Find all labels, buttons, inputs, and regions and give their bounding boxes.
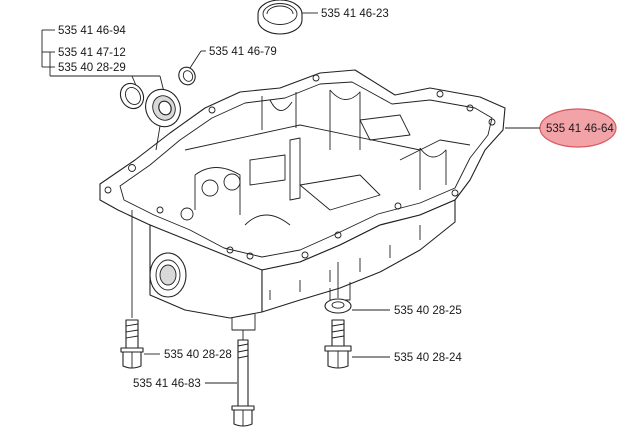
washer[interactable] xyxy=(324,298,352,314)
seal-ring-small[interactable] xyxy=(116,79,148,113)
label-bushing: 535 41 46-79 xyxy=(209,46,277,58)
long-bolt[interactable] xyxy=(231,339,255,427)
leader-bushing xyxy=(189,50,202,69)
label-washer: 535 40 28-25 xyxy=(394,305,462,317)
label-bolt-left: 535 40 28-28 xyxy=(164,349,232,361)
bearing-seal[interactable] xyxy=(140,84,187,133)
crankcase-housing[interactable] xyxy=(99,69,506,331)
leader-seal-to-housing xyxy=(155,125,161,151)
bolt-right[interactable] xyxy=(324,319,352,369)
label-bolt-right: 535 40 28-24 xyxy=(394,352,462,364)
label-group-a: 535 41 46-94 xyxy=(58,25,126,37)
label-seal-top: 535 41 46-23 xyxy=(321,8,389,20)
label-housing: 535 41 46-64 xyxy=(546,123,614,135)
label-long-bolt: 535 41 46-83 xyxy=(133,378,201,390)
bolt-left[interactable] xyxy=(120,319,144,369)
bushing[interactable] xyxy=(176,64,198,87)
label-group-c: 535 40 28-29 xyxy=(58,62,126,74)
oil-seal-top[interactable] xyxy=(257,0,303,35)
label-group-b: 535 41 47-12 xyxy=(58,47,126,59)
